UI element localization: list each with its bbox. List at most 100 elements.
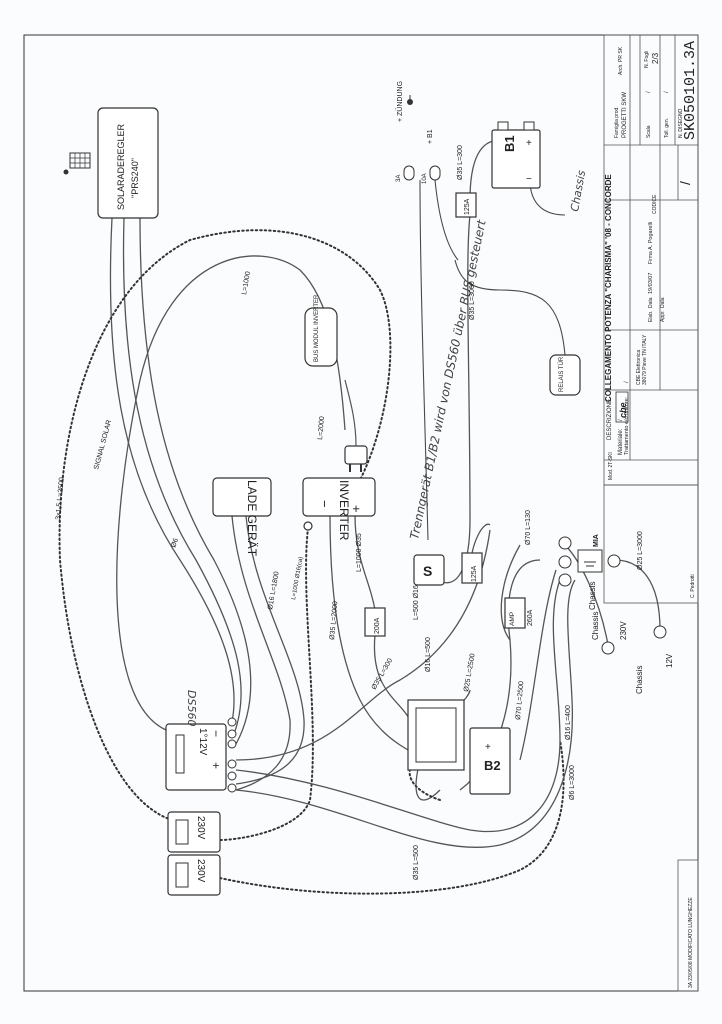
battery-b1-label: B1 xyxy=(502,135,517,152)
d70-l2500-label: Ø70 L=2500 xyxy=(515,681,525,720)
d35-l300-top-label: Ø35 L=300 xyxy=(457,145,464,180)
svg-text:260A: 260A xyxy=(527,609,534,626)
d16-l1800-label: Ø16 L=1800 xyxy=(267,571,281,610)
chassis-ground-230v: Chassis 230V xyxy=(591,612,628,655)
chassis-12-label: Chassis xyxy=(635,666,644,694)
lade-gerat: LADE GERÄT xyxy=(212,477,272,557)
fuse-260a: AMP 260A xyxy=(504,597,534,629)
zundung-label: + ZÜNDUNG xyxy=(396,81,404,122)
v230-label: 230V xyxy=(619,621,628,640)
v12-label: 12V xyxy=(665,653,674,668)
appr-label: Appr. xyxy=(660,310,666,322)
svg-text:200A: 200A xyxy=(374,617,381,634)
solar-panel-icon xyxy=(63,152,91,175)
company-name: CBE Elettronica xyxy=(636,349,642,385)
ds560-voltage: 1°12V xyxy=(197,728,208,756)
ndisegno-label: N. DISEGNO xyxy=(678,108,684,138)
d35-l2000-label: Ø35 L=2000 xyxy=(329,601,339,640)
inverter-minus: − xyxy=(317,500,332,508)
famiglia-label: Famiglia prod. xyxy=(614,106,620,138)
toll-value: / xyxy=(664,91,670,93)
inverter-label: INVERTER xyxy=(337,480,351,541)
mod-label: Mod. 2T-SKI xyxy=(608,452,614,480)
d16-l1000-label: L=1000 Ø16(ca) xyxy=(291,556,304,600)
svg-text:−: − xyxy=(526,174,532,185)
ds560-label: DS560 xyxy=(185,690,198,726)
mia-ground-block: MIA xyxy=(558,534,621,587)
svg-text:+: + xyxy=(526,138,532,149)
firma-label: Firma xyxy=(648,251,654,264)
data-value: 19/03/07 xyxy=(648,273,654,294)
svg-text:AMP: AMP xyxy=(509,612,516,626)
descrizione-label: DESCRIZIONE xyxy=(607,399,613,440)
scala-label: Scala xyxy=(646,125,652,138)
inverter-plus: + xyxy=(349,505,364,513)
handwritten-trenngerat-note: Trenngerät B1/B2 wird von DS560 über BUS… xyxy=(407,218,489,541)
company-address: 38079 Pieve TN ITALY xyxy=(642,334,648,385)
ds560-unit: 1°12V − + DS560 xyxy=(165,690,237,793)
handwritten-chassis-note: Chassis xyxy=(568,169,588,213)
battery-b2-label: B2 xyxy=(484,758,501,773)
toll-label: Toll. gen. xyxy=(664,118,670,138)
signal-solar-label: SIGNAL SOLAR xyxy=(93,419,113,470)
d35-l3000-label: Ø35 L=3000 xyxy=(469,281,476,320)
ds560-minus: − xyxy=(209,730,223,737)
b1-plus-terminal: + B1 xyxy=(427,129,434,144)
trattamento-label: Trattamento e/o finiture: xyxy=(624,396,630,455)
solar-controller-name: SOLARADEREGLER xyxy=(116,123,126,210)
d16-l500b-label: Ø16 L=500 xyxy=(425,637,432,672)
codice-value: / xyxy=(677,181,693,185)
description: COLLEGAMENTO POTENZA "CHARISMA" '08 - CO… xyxy=(604,174,613,402)
lade-gerat-label: LADE GERÄT xyxy=(245,480,259,557)
fuse-200a: 200A xyxy=(364,607,386,637)
trattamento-value: / xyxy=(624,381,630,383)
codice-label: CODICE xyxy=(652,194,658,214)
chassis-ground-12v: Chassis 12V xyxy=(635,625,674,694)
revision-note: 3A 23/05/08 MODIFICATO LUNGHEZZE xyxy=(688,897,694,988)
relais-tur: RELAIS TÜR xyxy=(549,354,581,396)
l2000-label: L=2000 xyxy=(317,416,326,440)
d6-l3000-label: Ø6 L=3000 xyxy=(569,765,576,800)
battery-b1: B1 − + xyxy=(491,121,541,189)
fuse-125a-top: 125A xyxy=(455,192,477,218)
zundung-terminal: + ZÜNDUNG xyxy=(396,81,413,122)
materiale-label: Materiale: xyxy=(618,428,624,455)
bus-modul-inverter: BUS MODUL INVERTER xyxy=(304,294,338,367)
switch-s-label: S xyxy=(423,563,432,579)
ds560-plus: + xyxy=(209,762,223,769)
solar-controller: SOLARADEREGLER "PRS240" xyxy=(97,107,159,219)
materiale-value: / xyxy=(618,419,624,421)
progetti-value: PROGETTI SKW xyxy=(622,92,628,138)
socket-230v-b: 230V xyxy=(167,854,221,896)
svg-text:cbe: cbe xyxy=(618,402,628,418)
d25-l2500-label: Ø25 L=2500 xyxy=(463,653,477,692)
firma-value: A. Pogarelli xyxy=(648,222,654,250)
d70-l130-label: Ø70 L=130 xyxy=(525,510,532,545)
d6-label: Ø6 xyxy=(170,537,180,548)
solar-controller-model: "PRS240" xyxy=(130,158,140,198)
chassis-top-label: Chassis xyxy=(588,582,597,610)
scala-value: / xyxy=(646,91,652,93)
elab-label: Elab. xyxy=(648,311,654,322)
d16-l400-label: Ø16 L=400 xyxy=(565,705,572,740)
socket-230v-a: 230V xyxy=(167,811,221,853)
nfogli-label: N. Fogli xyxy=(644,51,650,68)
mia-label: MIA xyxy=(593,534,600,547)
cbe-logo: cbe xyxy=(615,391,629,423)
svg-text:125A: 125A xyxy=(464,198,471,215)
d35-l1000-label: L=1000 Ø35 xyxy=(356,533,363,572)
bus-modul-label: BUS MODUL INVERTER xyxy=(314,294,320,362)
svg-text:125A: 125A xyxy=(471,565,478,582)
socket-230v-a-label: 230V xyxy=(195,816,206,840)
d25-l3000-label: Ø25 L=3000 xyxy=(637,531,644,570)
small-fuse-3a: 3A xyxy=(396,165,415,182)
solar-cable-label: 3x1,5 L=2500 xyxy=(55,477,66,520)
data-label-2: Data xyxy=(660,297,666,308)
data-label: Data xyxy=(648,297,654,308)
small-fuse-10a: 10A xyxy=(422,165,441,184)
inverter: INVERTER − + xyxy=(302,477,376,541)
d16-l500-label: L=500 Ø16 xyxy=(413,585,420,620)
drawing-number: SK050101.3A xyxy=(682,41,699,140)
